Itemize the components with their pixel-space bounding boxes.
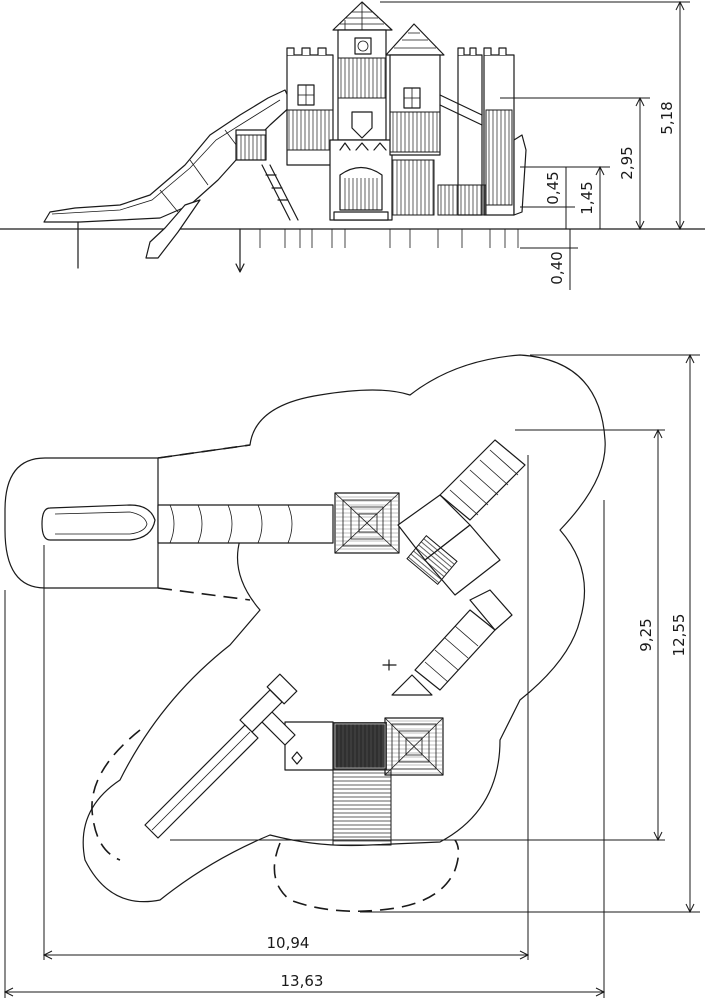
structure-width-label: 10,94 (267, 934, 310, 952)
zone-width-label: 13,63 (281, 972, 324, 990)
wave-slide-elevation (43, 89, 293, 269)
low-deck-height-label: 0,45 (544, 171, 562, 204)
structure-depth-label: 9,25 (637, 618, 655, 651)
wave-slide-plan (41, 504, 334, 544)
side-elevation-view (0, 0, 705, 290)
central-tower-elevation (329, 1, 393, 221)
left-tower-elevation (235, 47, 334, 221)
zone-depth-label: 12,55 (670, 614, 688, 657)
tower-roof-plan-1 (334, 492, 400, 554)
elevation-dimensions (380, 0, 690, 290)
foundation-posts (235, 228, 519, 273)
right-tower-elevation (385, 23, 445, 216)
platform-height-label: 2,95 (618, 146, 636, 179)
safety-zone-outline (4, 354, 606, 903)
deck-height-label: 1,45 (578, 181, 596, 214)
tower-roof-plan-2 (384, 674, 444, 776)
plan-dimensions (3, 353, 700, 998)
total-height-label: 5,18 (658, 101, 676, 134)
far-right-towers-elevation (437, 47, 527, 216)
foundation-depth-label: 0,40 (548, 251, 566, 284)
top-plan-view (3, 353, 700, 998)
upper-bridges-plan (382, 439, 526, 691)
lower-decks-plan (144, 673, 392, 846)
